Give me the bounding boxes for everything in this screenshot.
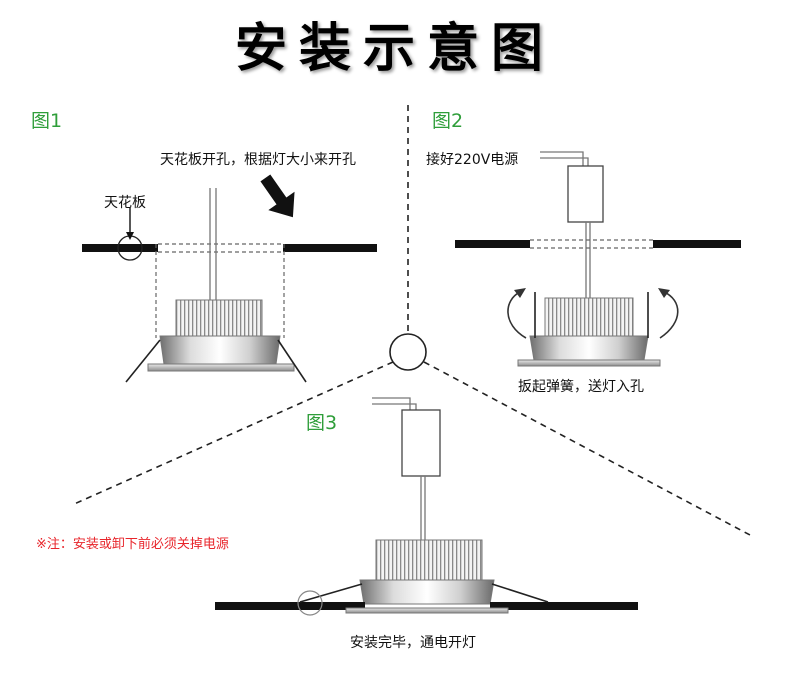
figure-1-drawing — [82, 174, 377, 383]
lamp-heatsink — [175, 299, 263, 337]
lamp-rim — [147, 363, 295, 372]
page-title: 安装示意图 — [234, 18, 555, 79]
figure-1-caption: 天花板开孔，根据灯大小来开孔 — [160, 152, 356, 168]
lamp-heatsink — [375, 539, 483, 581]
driver-box — [567, 165, 604, 223]
lamp-heatsink — [544, 297, 634, 337]
safety-note: ※注：安装或卸下前必须关掉电源 — [36, 537, 229, 552]
left-diagonal-divider — [71, 361, 394, 506]
figure-1-label: 图1 — [31, 110, 63, 132]
figure-2-drawing — [455, 151, 741, 367]
rotate-arrow-left-icon — [507, 291, 527, 339]
ceiling-left — [82, 244, 158, 252]
figure-3-label: 图3 — [306, 412, 338, 434]
spring-clip-right — [277, 339, 307, 383]
figure-3-drawing — [215, 397, 638, 616]
lamp-body — [159, 335, 281, 365]
spring-clip-left — [125, 339, 161, 383]
hole-outline — [155, 243, 285, 338]
driver-box — [401, 409, 441, 477]
figure-3-caption-bottom: 安装完毕，通电开灯 — [350, 635, 476, 651]
down-arrow-icon — [260, 174, 295, 218]
section-dividers — [71, 105, 751, 536]
clip-marker-circle — [297, 590, 323, 616]
figure-2-label: 图2 — [432, 110, 464, 132]
figure-2-caption-top: 接好220V电源 — [426, 152, 519, 168]
rotate-arrow-right-icon — [659, 291, 679, 339]
ceiling-right — [283, 244, 377, 252]
ceiling-label: 天花板 — [104, 195, 146, 211]
center-circle — [389, 333, 427, 371]
figure-2-caption-bottom: 扳起弹簧，送灯入孔 — [518, 379, 644, 395]
